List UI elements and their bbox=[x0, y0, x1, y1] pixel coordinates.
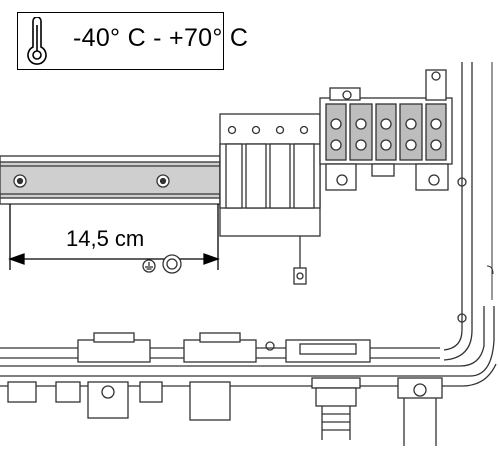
wall-screw bbox=[457, 177, 467, 187]
temperature-range-text: -40° C - +70° C bbox=[73, 24, 249, 52]
cable-glands bbox=[7, 377, 443, 446]
surge-protector bbox=[219, 113, 321, 285]
cable-entry-sockets bbox=[77, 332, 371, 363]
wall-screw bbox=[265, 341, 275, 351]
din-rail bbox=[0, 155, 221, 205]
ground-symbol bbox=[142, 254, 182, 274]
dimension-label: 14,5 cm bbox=[66, 226, 145, 251]
dimension-line bbox=[8, 204, 220, 270]
temperature-range-badge: -40° C - +70° C bbox=[17, 12, 248, 70]
terminal-block bbox=[319, 69, 453, 191]
wall-screw bbox=[457, 313, 467, 323]
enclosure-right-wall bbox=[443, 62, 463, 351]
thermometer-icon bbox=[27, 17, 47, 65]
